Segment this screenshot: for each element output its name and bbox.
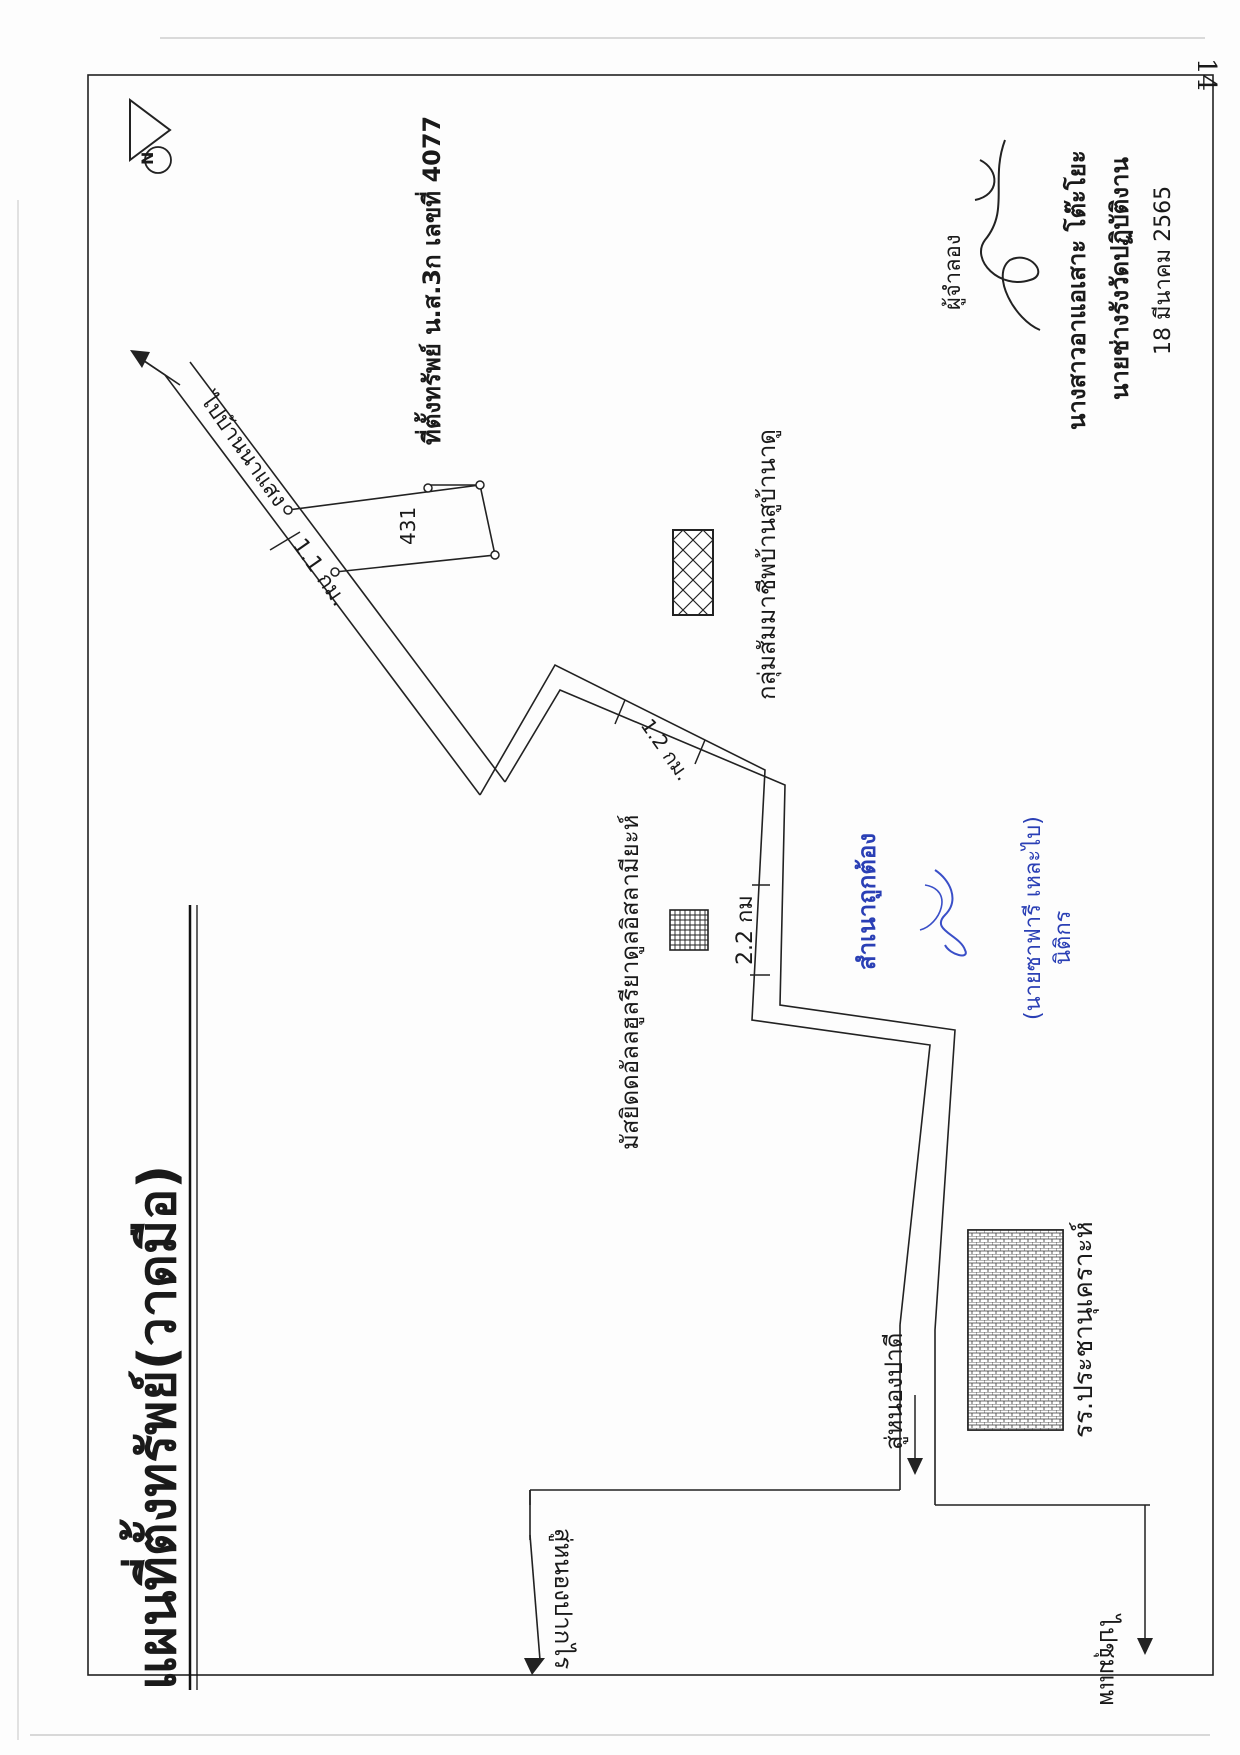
parcel-431: 431 xyxy=(283,480,500,577)
road-label-nongpadi: สู่หนองปาดี xyxy=(880,1333,909,1450)
svg-text:ไปบ้านนาแสง: ไปบ้านนาแสง xyxy=(194,387,292,512)
svg-text:มัสยิดดอัลลฮูลรียาดูลอิสลามียะ: มัสยิดดอัลลฮูลรียาดูลอิสลามียะห์ xyxy=(616,815,645,1150)
property-location-label: ที่ตั้งทรัพย์ น.ส.3ก เลขที่ 4077 xyxy=(413,116,446,445)
svg-text:สำเนาถูกต้อง: สำเนาถูกต้อง xyxy=(853,833,882,970)
svg-text:นางสาวอาแอเสาะ โต๊ะโยะ: นางสาวอาแอเสาะ โต๊ะโยะ xyxy=(1062,150,1091,430)
landmark-group-building-icon xyxy=(672,529,714,616)
svg-text:นิติกร: นิติกร xyxy=(1051,910,1076,965)
landmark-school-icon xyxy=(967,1229,1064,1431)
road-label-north: ไปบ้านนาแสง xyxy=(194,387,292,512)
svg-text:รร.ประชานุเคราะห์: รร.ประชานุเคราะห์ xyxy=(1069,1221,1099,1438)
arrow-to-right xyxy=(1137,1505,1153,1655)
svg-text:431: 431 xyxy=(396,507,420,545)
distance-2-tick-a xyxy=(614,699,626,725)
svg-text:ผู้จำลอง: ผู้จำลอง xyxy=(941,234,966,310)
page-number: 14 xyxy=(1191,58,1221,91)
road-label-left: สู่หนองปากไร xyxy=(548,1528,577,1669)
svg-text:ที่ตั้งทรัพย์ น.ส.3ก เลขที่ 40: ที่ตั้งทรัพย์ น.ส.3ก เลขที่ 4077 xyxy=(413,116,446,445)
road-label-right: ไปชุมแพ xyxy=(1093,1613,1122,1706)
svg-text:ไปชุมแพ: ไปชุมแพ xyxy=(1093,1613,1122,1706)
arrow-down-right-icon xyxy=(1137,1638,1153,1655)
svg-text:(นายซาฟารี เหละไบ): (นายซาฟารี เหละไบ) xyxy=(1020,816,1046,1020)
road-main-horizontal xyxy=(529,1325,1150,1506)
certified-stamp: สำเนาถูกต้อง xyxy=(853,833,882,970)
road-north-diagonal xyxy=(130,350,506,796)
svg-text:14: 14 xyxy=(1191,58,1221,91)
svg-text:1.1 กม.: 1.1 กม. xyxy=(287,534,352,611)
svg-text:1.2 กม.: 1.2 กม. xyxy=(636,714,696,785)
landmark-mosque-label: มัสยิดดอัลลฮูลรียาดูลอิสลามียะห์ xyxy=(616,815,645,1150)
distance-1-tick xyxy=(269,531,301,551)
surveyor-signature-icon xyxy=(974,139,1041,331)
svg-text:กลุ่มสัมมาชีพบ้านสูบ้านาดู: กลุ่มสัมมาชีพบ้านสูบ้านาดู xyxy=(753,429,782,700)
surveyor-role: ผู้จำลอง xyxy=(941,234,966,310)
svg-text:18 มีนาคม 2565: 18 มีนาคม 2565 xyxy=(1151,186,1176,355)
stamp-name: (นายซาฟารี เหละไบ) xyxy=(1020,816,1046,1020)
distance-2-label: 1.2 กม. xyxy=(636,714,696,785)
map-frame xyxy=(87,74,1214,1676)
arrow-down-icon xyxy=(907,1458,923,1475)
arrow-to-left xyxy=(524,1534,545,1675)
surveyor-name: นางสาวอาแอเสาะ โต๊ะโยะ xyxy=(1062,150,1091,430)
road-zigzag xyxy=(479,663,956,1331)
landmark-group-label: กลุ่มสัมมาชีพบ้านสูบ้านาดู xyxy=(753,429,782,700)
svg-text:สู่หนองปากไร: สู่หนองปากไร xyxy=(548,1528,577,1669)
page-title: แผนที่ตั้งทรัพย์(วาดมือ) xyxy=(119,1165,188,1690)
survey-date: 18 มีนาคม 2565 xyxy=(1151,186,1176,355)
distance-2-tick-b xyxy=(694,739,706,765)
svg-text:แผนที่ตั้งทรัพย์(วาดมือ): แผนที่ตั้งทรัพย์(วาดมือ) xyxy=(119,1165,188,1690)
arrow-to-nongpadi xyxy=(907,1395,923,1475)
stamp-signature-icon xyxy=(919,869,967,957)
arrow-down-left-icon xyxy=(524,1658,545,1675)
surveyor-position: นายช่างรังวัดปฏิบัติงาน xyxy=(1106,157,1134,400)
svg-text:สู่หนองปาดี: สู่หนองปาดี xyxy=(880,1333,909,1450)
svg-text:2.2 กม: 2.2 กม xyxy=(733,895,758,965)
svg-text:N: N xyxy=(138,152,157,165)
landmark-mosque-icon xyxy=(669,909,709,951)
svg-text:นายช่างรังวัดปฏิบัติงาน: นายช่างรังวัดปฏิบัติงาน xyxy=(1106,157,1134,400)
landmark-school-label: รร.ประชานุเคราะห์ xyxy=(1069,1221,1099,1438)
distance-3-label: 2.2 กม xyxy=(733,895,758,965)
north-arrow-icon: N xyxy=(129,98,172,174)
distance-1-label: 1.1 กม. xyxy=(287,534,352,611)
stamp-position: นิติกร xyxy=(1051,910,1076,965)
